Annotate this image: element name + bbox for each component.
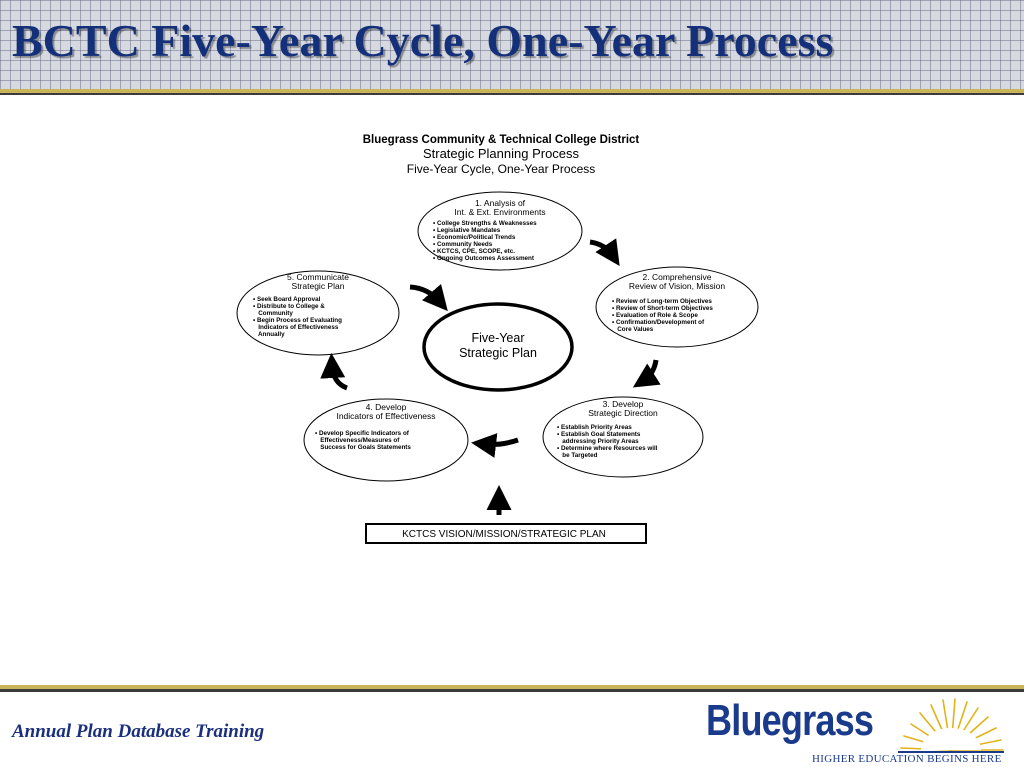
kctcs-input-label: KCTCS VISION/MISSION/STRATEGIC PLAN xyxy=(402,529,606,540)
curved-arrow-icon xyxy=(409,283,448,312)
node-communicate-bullet: • Begin Process of Evaluating xyxy=(253,317,342,324)
center-label-line-2: Strategic Plan xyxy=(459,346,537,360)
node-review-bullet: • Confirmation/Development of xyxy=(612,319,705,326)
node-direction-bullet: • Establish Goal Statements xyxy=(557,431,641,438)
header-dark-rule xyxy=(0,93,1024,95)
node-analysis: 1. Analysis of Int. & Ext. Environments … xyxy=(417,191,583,271)
node-analysis-bullet: • KCTCS, CPE, SCOPE, etc. xyxy=(433,248,515,255)
node-direction-bullet: • Determine where Resources will xyxy=(557,445,658,452)
node-indicators-title-1: 4. Develop xyxy=(366,402,407,412)
logo-wordmark: Bluegrass xyxy=(706,696,874,745)
diagram-heading-line-2: Strategic Planning Process xyxy=(423,146,580,161)
node-review: 2. Comprehensive Review of Vision, Missi… xyxy=(595,266,759,348)
node-direction-ellipse xyxy=(542,396,704,478)
node-direction-bullet: addressing Priority Areas xyxy=(557,438,639,445)
title-banner: BCTC Five-Year Cycle, One-Year Process xyxy=(0,0,1024,92)
node-analysis-bullet: • Ongoing Outcomes Assessment xyxy=(433,255,535,262)
node-analysis-bullet: • College Strengths & Weaknesses xyxy=(433,220,537,227)
node-communicate-bullet: • Distribute to College & xyxy=(253,303,325,310)
node-analysis-bullet: • Legislative Mandates xyxy=(433,227,501,234)
diagram-heading-line-3: Five-Year Cycle, One-Year Process xyxy=(407,162,596,176)
logo-tagline: HIGHER EDUCATION BEGINS HERE xyxy=(812,753,1002,765)
node-indicators-title-2: Indicators of Effectiveness xyxy=(336,411,435,421)
footer-caption: Annual Plan Database Training xyxy=(12,721,265,742)
node-analysis-title-2: Int. & Ext. Environments xyxy=(454,207,545,217)
diagram-heading-line-1: Bluegrass Community & Technical College … xyxy=(363,134,640,146)
curved-arrow-icon xyxy=(320,353,348,391)
node-review-bullet: • Review of Long-term Objectives xyxy=(612,298,712,305)
node-communicate-ellipse xyxy=(236,270,400,356)
node-direction-bullet: be Targeted xyxy=(557,452,598,459)
node-communicate-bullet: Annually xyxy=(253,331,285,338)
node-communicate-bullet: Community xyxy=(253,310,293,317)
sunburst-icon xyxy=(898,698,1004,753)
footer-dark-rule xyxy=(0,689,1024,692)
node-review-ellipse xyxy=(595,266,759,348)
node-analysis-bullet: • Community Needs xyxy=(433,241,493,248)
node-communicate-bullet: Indicators of Effectiveness xyxy=(253,324,339,331)
node-communicate-title-1: 5. Communicate xyxy=(287,272,349,282)
node-direction-title-1: 3. Develop xyxy=(603,399,644,409)
footer-gold-rule xyxy=(0,685,1024,689)
header-gold-rule xyxy=(0,89,1024,93)
curved-arrow-icon xyxy=(471,433,519,458)
node-analysis-bullet: • Economic/Political Trends xyxy=(433,234,516,241)
node-direction-bullet: • Establish Priority Areas xyxy=(557,424,632,431)
node-review-bullet: Core Values xyxy=(612,326,654,333)
node-analysis-title-1: 1. Analysis of xyxy=(475,198,526,208)
node-communicate-title-2: Strategic Plan xyxy=(292,281,345,291)
node-review-bullet: • Review of Short-term Objectives xyxy=(612,305,713,312)
bluegrass-logo: Bluegrass HIGHER EDUCATION BEGINS HERE xyxy=(700,696,1010,768)
center-node: Five-Year Strategic Plan xyxy=(422,302,574,392)
node-indicators-bullet: Success for Goals Statements xyxy=(315,444,411,451)
slide-title: BCTC Five-Year Cycle, One-Year Process xyxy=(12,15,834,66)
curved-arrow-icon xyxy=(589,238,620,266)
center-label-line-1: Five-Year xyxy=(471,331,524,345)
kctcs-input-box: KCTCS VISION/MISSION/STRATEGIC PLAN xyxy=(365,523,647,544)
node-indicators-bullet: Effectiveness/Measures of xyxy=(315,437,400,444)
node-indicators-bullet: • Develop Specific Indicators of xyxy=(315,430,410,437)
node-review-bullet: • Evaluation of Role & Scope xyxy=(612,312,698,319)
node-direction: 3. Develop Strategic Direction • Establi… xyxy=(542,396,704,478)
node-review-title-1: 2. Comprehensive xyxy=(643,272,712,282)
node-communicate: 5. Communicate Strategic Plan • Seek Boa… xyxy=(236,270,400,356)
node-indicators-ellipse xyxy=(303,398,469,482)
node-review-title-2: Review of Vision, Mission xyxy=(629,281,725,291)
node-direction-title-2: Strategic Direction xyxy=(588,408,658,418)
node-indicators: 4. Develop Indicators of Effectiveness •… xyxy=(303,398,469,482)
kctcs-input-rect xyxy=(365,523,647,544)
node-communicate-bullet: • Seek Board Approval xyxy=(253,296,321,303)
center-ellipse xyxy=(422,302,574,392)
curved-arrow-icon xyxy=(632,359,661,388)
node-analysis-ellipse xyxy=(417,191,583,271)
